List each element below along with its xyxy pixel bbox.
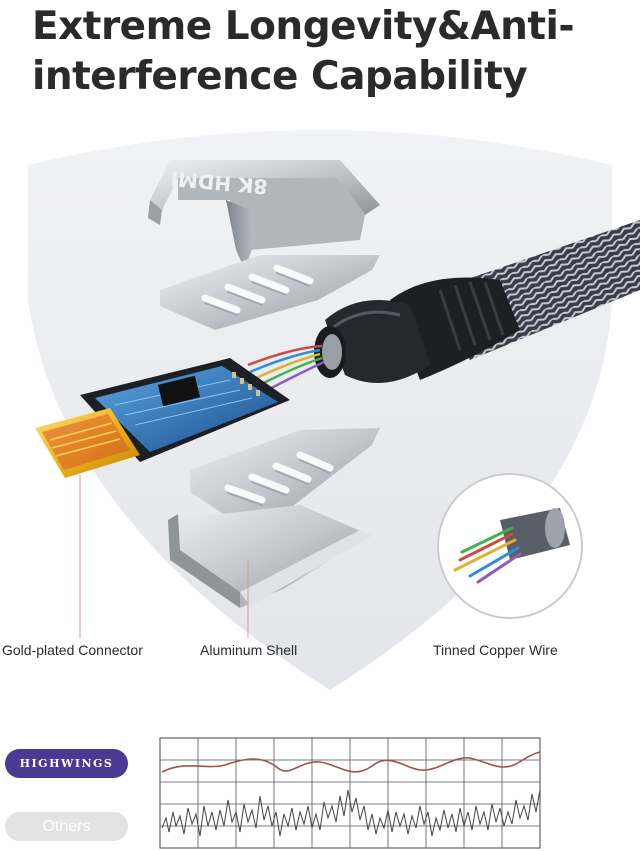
headline-line-1: Extreme Longevity&Anti-: [32, 4, 575, 49]
shell-callout: Aluminum Shell: [200, 642, 298, 658]
callout-lines: [79, 475, 249, 638]
others-badge: Others: [5, 812, 128, 841]
signal-graph: [159, 737, 541, 849]
copper-wire-icon: [437, 473, 583, 619]
headline: Extreme Longevity&Anti- interference Cap…: [32, 2, 632, 102]
top-contact-plate: [160, 255, 380, 330]
others-signal-line: [161, 789, 541, 837]
brand-signal-line: [161, 751, 541, 773]
braided-cable-icon: [314, 220, 640, 383]
wire-callout: Tinned Copper Wire: [433, 642, 558, 658]
internal-wires: [247, 344, 325, 398]
bottom-contact-plate: [190, 428, 380, 528]
aluminum-shell-icon: [168, 505, 372, 608]
hdmi-connector-icon: [35, 358, 290, 478]
headline-line-2: interference Capability: [32, 54, 528, 99]
connector-callout: Gold-plated Connector: [2, 642, 143, 658]
top-housing-icon: 8K HDMI: [148, 160, 380, 270]
brand-badge: HIGHWINGS: [5, 749, 128, 778]
